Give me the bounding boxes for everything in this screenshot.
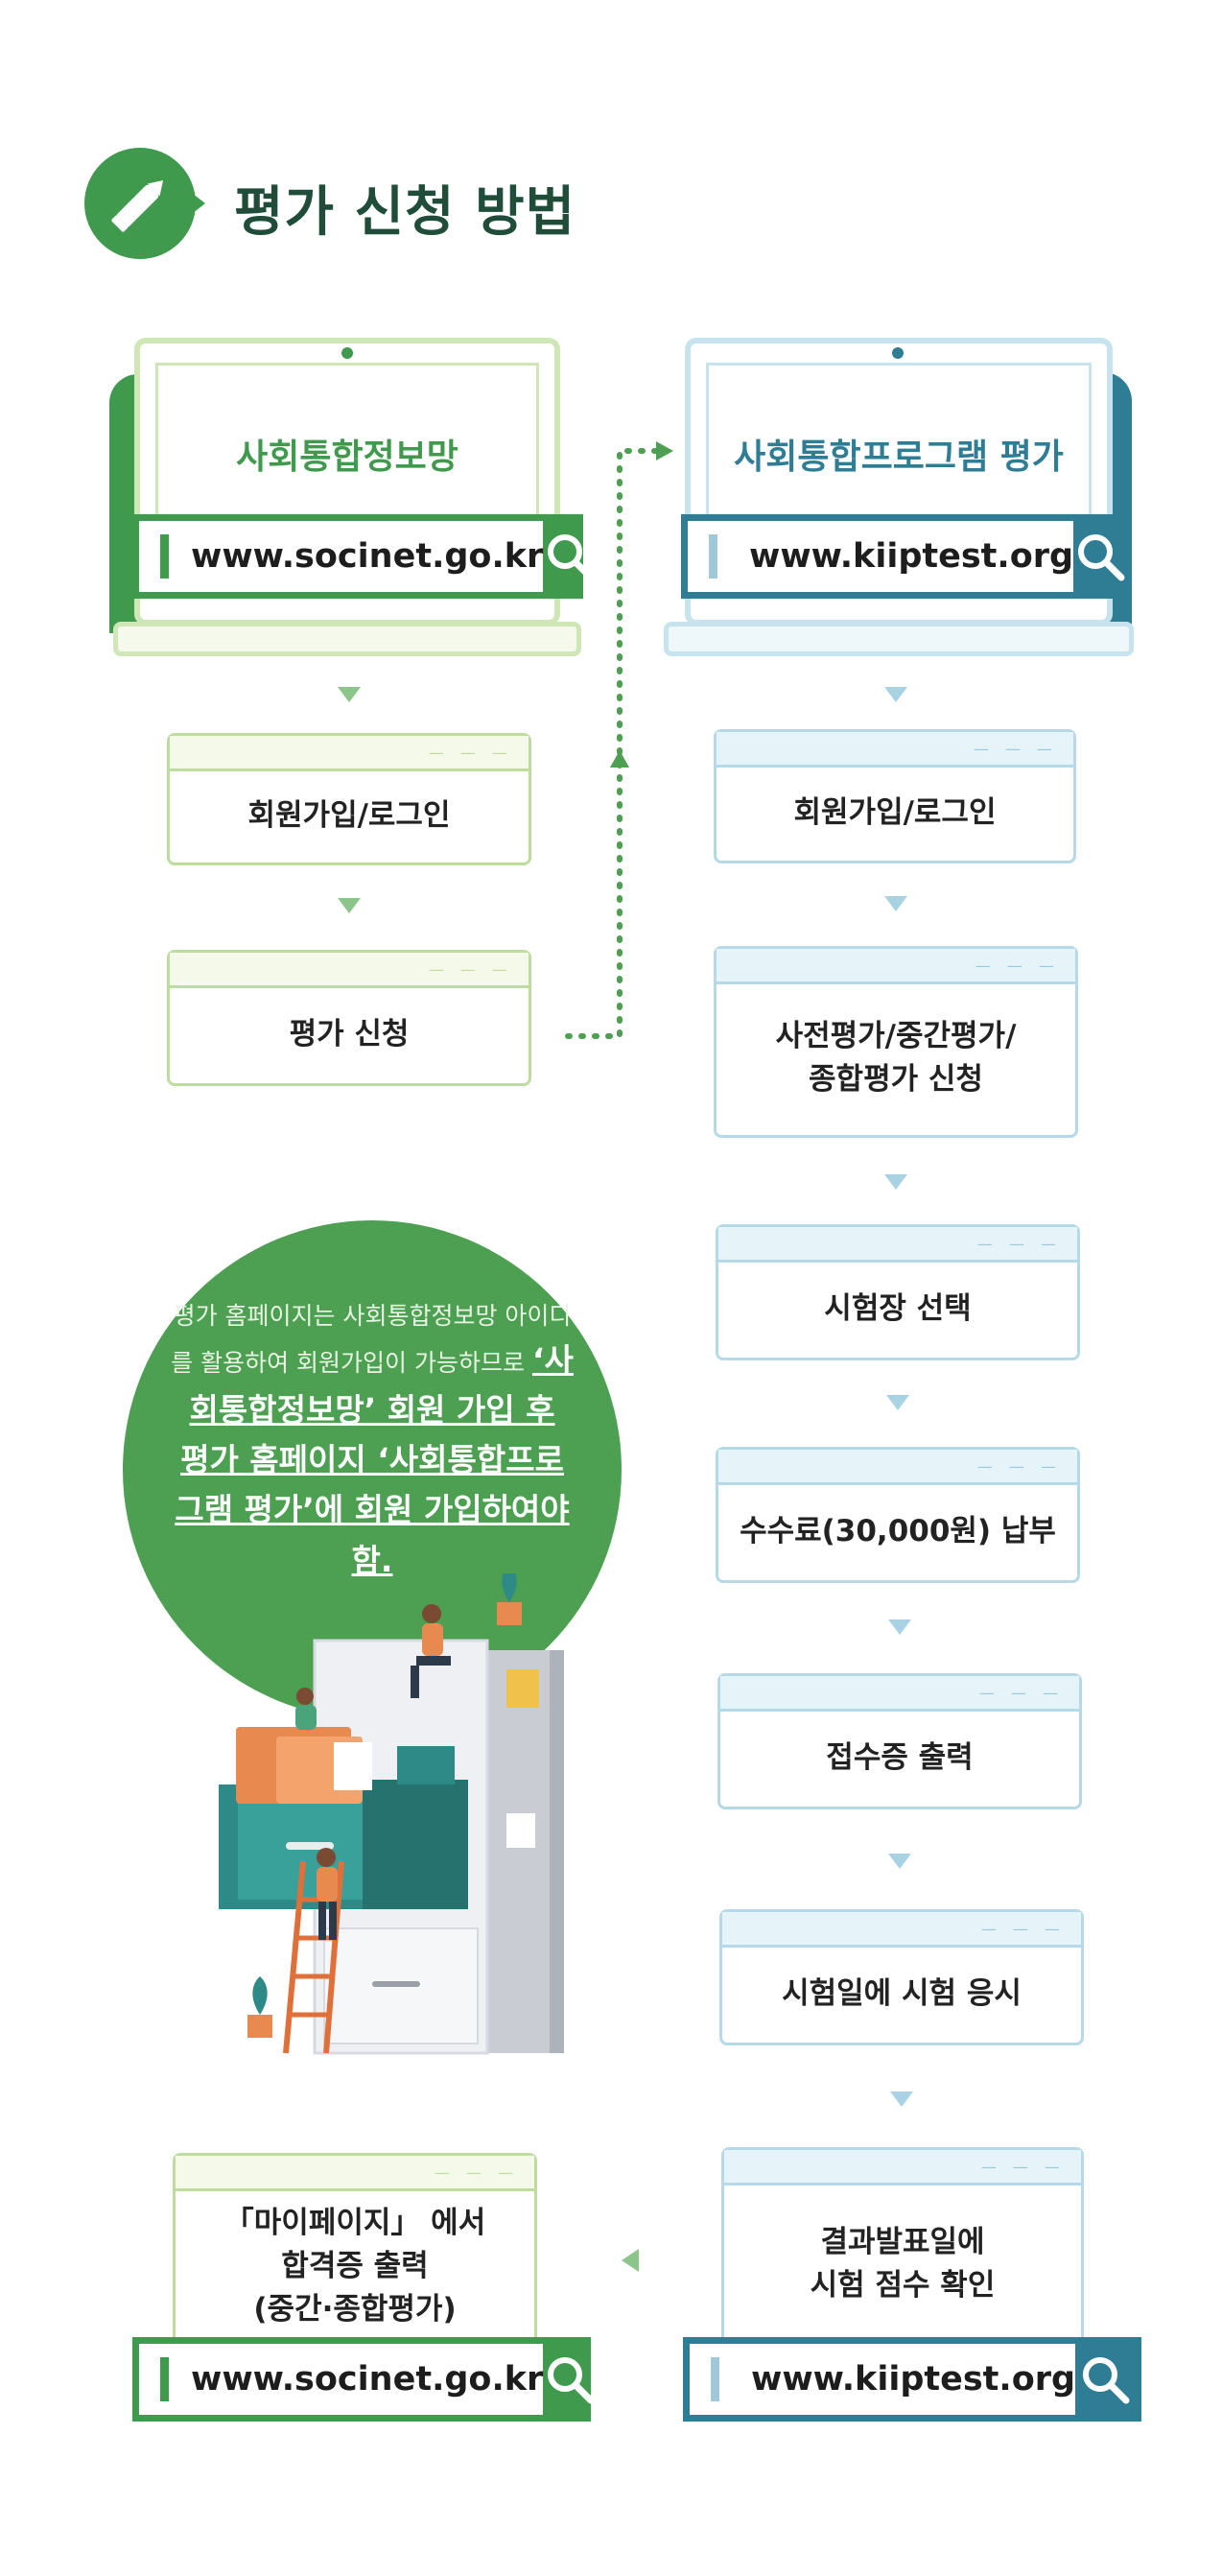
arrow-down bbox=[884, 1174, 907, 1190]
final-right-url: www.kiiptest.org bbox=[751, 2360, 1076, 2399]
left-url: www.socinet.go.kr bbox=[191, 537, 544, 576]
right-url-bar: www.kiiptest.org bbox=[681, 514, 1132, 599]
right-step-5: — — — 접수증 출력 bbox=[717, 1673, 1082, 1809]
search-button[interactable] bbox=[543, 2344, 597, 2415]
left-final-step: — — — 「마이페이지」 에서 합격증 출력 (중간·종합평가) bbox=[173, 2153, 537, 2356]
right-site-name: 사회통합프로그램 평가 bbox=[734, 437, 1064, 477]
right-step-1: — — — 회원가입/로그인 bbox=[714, 729, 1076, 863]
note-normal: 평가 홈페이지는 사회통합정보망 아이디를 활용하여 회원가입이 가능하므로 bbox=[171, 1302, 572, 1377]
header-icon-tail bbox=[188, 190, 205, 217]
final-left-url: www.socinet.go.kr bbox=[191, 2360, 544, 2399]
right-step-4: — — — 수수료(30,000원) 납부 bbox=[716, 1447, 1080, 1583]
page-title: 평가 신청 방법 bbox=[234, 181, 576, 244]
note-circle bbox=[123, 1220, 622, 1719]
step-label: 사전평가/중간평가/ 종합평가 신청 bbox=[775, 1019, 1017, 1097]
arrow-left bbox=[622, 2249, 639, 2272]
right-step-2: — — — 사전평가/중간평가/ 종합평가 신청 bbox=[714, 946, 1078, 1138]
search-icon bbox=[1083, 2357, 1130, 2404]
left-final-url-bar: www.socinet.go.kr bbox=[132, 2337, 595, 2422]
left-final-url-text-box: www.socinet.go.kr bbox=[139, 2344, 544, 2415]
note-text: 평가 홈페이지는 사회통합정보망 아이디를 활용하여 회원가입이 가능하므로 ‘… bbox=[171, 1297, 574, 1586]
search-icon bbox=[548, 2357, 595, 2404]
dotted-connector-arrow bbox=[565, 441, 673, 1039]
search-button[interactable] bbox=[1075, 2344, 1135, 2415]
step-label: 시험일에 시험 응시 bbox=[782, 1975, 1022, 2011]
filing-cabinet-illustration bbox=[219, 1573, 564, 2055]
camera-dot bbox=[892, 347, 904, 359]
arrow-down bbox=[884, 687, 907, 702]
left-url-bar: www.socinet.go.kr bbox=[132, 514, 595, 599]
search-button[interactable] bbox=[543, 521, 597, 592]
right-url: www.kiiptest.org bbox=[749, 537, 1074, 576]
right-step-7: — — — 결과발표일에 시험 점수 확인 bbox=[721, 2147, 1084, 2349]
step-label: 회원가입/로그인 bbox=[793, 794, 997, 830]
right-url-text-box: www.kiiptest.org bbox=[688, 521, 1074, 592]
arrow-down bbox=[890, 2092, 913, 2107]
step-label: 시험장 선택 bbox=[824, 1290, 972, 1326]
step-label: 결과발표일에 시험 점수 확인 bbox=[810, 2225, 996, 2303]
camera-dot bbox=[341, 347, 353, 359]
step-label: 「마이페이지」 에서 합격증 출력 (중간·종합평가) bbox=[223, 2206, 486, 2327]
step-label: 접수증 출력 bbox=[826, 1739, 974, 1775]
header-icon-circle bbox=[84, 148, 196, 259]
right-step-6: — — — 시험일에 시험 응시 bbox=[719, 1909, 1084, 2045]
step-label: 평가 신청 bbox=[289, 1016, 410, 1052]
left-step-2: — — — 평가 신청 bbox=[167, 950, 531, 1086]
right-final-url-text-box: www.kiiptest.org bbox=[690, 2344, 1076, 2415]
right-laptop-base bbox=[664, 622, 1134, 656]
arrow-down bbox=[886, 1395, 909, 1410]
arrow-down bbox=[338, 687, 361, 702]
step-label: 회원가입/로그인 bbox=[247, 797, 451, 833]
arrow-down bbox=[888, 1619, 911, 1635]
left-step-1: — — — 회원가입/로그인 bbox=[167, 733, 531, 865]
arrow-down bbox=[338, 898, 361, 913]
left-url-text-box: www.socinet.go.kr bbox=[139, 521, 544, 592]
arrow-down bbox=[884, 896, 907, 911]
right-final-url-bar: www.kiiptest.org bbox=[683, 2337, 1141, 2422]
left-site-name: 사회통합정보망 bbox=[236, 437, 458, 477]
search-button[interactable] bbox=[1073, 521, 1127, 592]
search-icon bbox=[1078, 534, 1125, 581]
arrow-down bbox=[888, 1854, 911, 1869]
note-highlight: ‘사회통합정보망’ 회원 가입 후 평가 홈페이지 ‘사회통합프로그램 평가’에… bbox=[175, 1341, 574, 1579]
step-label: 수수료(30,000원) 납부 bbox=[740, 1513, 1056, 1548]
right-step-3: — — — 시험장 선택 bbox=[716, 1224, 1080, 1360]
pencil-icon bbox=[111, 179, 164, 232]
left-laptop-base bbox=[113, 622, 581, 656]
search-icon bbox=[548, 534, 595, 581]
